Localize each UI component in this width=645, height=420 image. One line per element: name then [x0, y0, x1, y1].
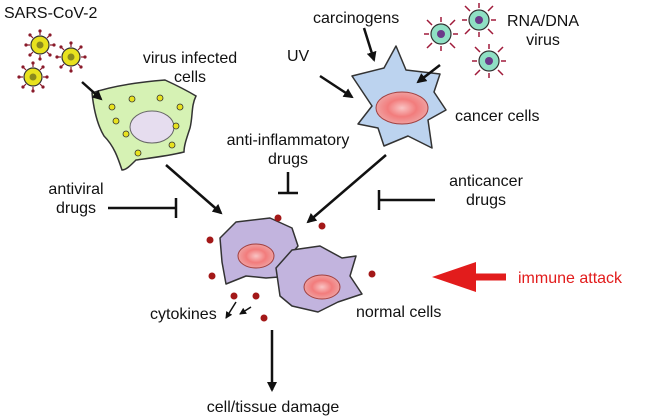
arrow-cytokine-b: [239, 306, 252, 315]
rna-dna-virus-particles: [424, 3, 506, 78]
normal-cells-label: normal cells: [356, 304, 442, 321]
anti-inflammatory-line-2: drugs: [267, 151, 309, 168]
cancer-cell: [351, 45, 447, 149]
rna-dna-line-1: RNA/DNA: [506, 13, 579, 30]
cytokine-dots: [206, 214, 376, 322]
rna-dna-virus-label: RNA/DNA virus: [500, 12, 586, 50]
arrow-sars-to-infected: [81, 81, 103, 101]
antiviral-inhibitor: [108, 198, 178, 218]
anticancer-inhibitor: [377, 190, 435, 210]
cytokines-label: cytokines: [150, 306, 217, 323]
normal-cells: [219, 217, 363, 313]
virus-infected-line-1: virus infected: [142, 50, 238, 67]
virus-infected-cells-label: virus infected cells: [122, 49, 258, 87]
uv-label: UV: [287, 48, 310, 65]
arrow-cytokine-a: [225, 301, 237, 319]
anti-inflammatory-line-1: anti-inflammatory: [226, 132, 350, 149]
arrow-cancer-to-normal: [306, 154, 387, 224]
rna-dna-line-2: virus: [526, 32, 560, 49]
arrow-infected-to-normal: [165, 164, 223, 215]
anticancer-line-2: drugs: [465, 192, 507, 209]
virus-infected-line-2: cells: [173, 69, 206, 86]
anti-inflammatory-drugs-label: anti-inflammatory drugs: [200, 131, 376, 169]
immune-attack-arrow: [432, 262, 506, 292]
arrow-uv: [319, 74, 354, 99]
antiviral-drugs-label: antiviral drugs: [34, 180, 118, 218]
anticancer-drugs-label: anticancer drugs: [436, 172, 536, 210]
anti-inflammatory-inhibitor: [278, 172, 298, 195]
anticancer-line-1: anticancer: [449, 173, 523, 190]
antiviral-line-2: drugs: [55, 200, 97, 217]
inhibitors: [108, 172, 435, 218]
cell-tissue-damage-label: cell/tissue damage: [206, 399, 340, 416]
arrow-carcinogens: [362, 27, 377, 62]
virus-infected-cell: [91, 79, 197, 171]
antiviral-line-1: antiviral: [48, 181, 104, 198]
cancer-cells-label: cancer cells: [455, 108, 540, 125]
sars-cov-2-label: SARS-CoV-2: [4, 5, 98, 22]
arrow-rna-dna: [416, 64, 441, 84]
arrows: [81, 27, 441, 392]
immune-attack-label: immune attack: [518, 270, 623, 287]
carcinogens-label: carcinogens: [313, 10, 400, 27]
sars-cov-2-particles: [17, 29, 87, 93]
